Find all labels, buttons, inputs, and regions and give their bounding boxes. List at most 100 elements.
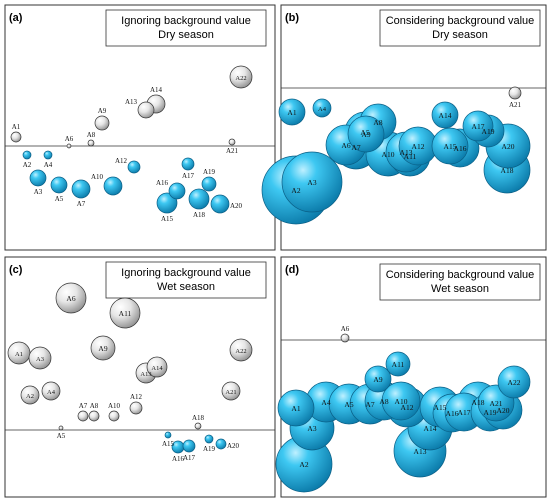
title-line: Considering background value xyxy=(386,15,535,27)
title-line: Ignoring background value xyxy=(121,15,251,27)
point-label: A7 xyxy=(351,143,360,152)
point-label: A16 xyxy=(446,409,459,418)
point-label: A5 xyxy=(344,400,353,409)
point-label: A22 xyxy=(508,378,521,387)
bubble-a6 xyxy=(66,143,72,149)
bubble-a9 xyxy=(347,115,385,153)
point-label: A17 xyxy=(182,172,195,180)
bubble-a10 xyxy=(381,381,421,421)
point-label: A19 xyxy=(203,445,216,453)
bubble-a19 xyxy=(204,434,214,444)
point-label: A15 xyxy=(162,440,175,448)
point-label: A9 xyxy=(98,107,107,115)
point-label: A2 xyxy=(299,460,308,469)
point-label: A20 xyxy=(497,406,510,415)
point-label: A12 xyxy=(401,403,414,412)
bubble-a21 xyxy=(508,86,522,100)
bubble-a14 xyxy=(431,101,459,129)
point-label: A8 xyxy=(379,397,388,406)
bubble-a2 xyxy=(20,385,40,405)
point-label: A16 xyxy=(156,179,169,187)
point-label: A10 xyxy=(108,402,121,410)
point-label: A15 xyxy=(161,215,174,223)
bubble-a18 xyxy=(188,188,210,210)
point-label: A18 xyxy=(501,166,514,175)
panel-tag: (a) xyxy=(9,12,23,24)
bubble-a14 xyxy=(146,356,168,378)
bubble-a11 xyxy=(385,351,411,377)
bubble-a10 xyxy=(108,410,120,422)
bubble-a8 xyxy=(88,410,100,422)
bubble-a22 xyxy=(229,338,253,362)
point-label: A14 xyxy=(151,365,163,372)
bubble-a3 xyxy=(281,151,343,213)
point-label: A1 xyxy=(291,404,300,413)
point-label: A11 xyxy=(119,309,132,318)
point-label: A21 xyxy=(225,389,236,396)
point-label: A11 xyxy=(392,360,405,369)
point-label: A13 xyxy=(414,447,427,456)
bubble-a22 xyxy=(497,365,531,399)
point-label: A20 xyxy=(230,202,243,210)
bubble-a17 xyxy=(181,157,195,171)
point-label: A4 xyxy=(47,389,56,396)
point-label: A13 xyxy=(140,371,151,378)
point-label: A15 xyxy=(434,403,447,412)
point-label: A21 xyxy=(490,399,503,408)
point-label: A2 xyxy=(26,393,34,400)
bubble-a15 xyxy=(156,192,178,214)
bubble-a4 xyxy=(41,381,61,401)
bubble-a18 xyxy=(194,422,202,430)
point-label: A7 xyxy=(365,400,374,409)
point-label: A14 xyxy=(439,111,452,120)
bubble-a16 xyxy=(168,182,186,200)
bubble-a3 xyxy=(29,169,47,187)
point-label: A13 xyxy=(125,98,138,106)
point-label: A21 xyxy=(226,147,239,155)
point-label: A18 xyxy=(192,414,205,422)
title-line: Dry season xyxy=(432,29,488,41)
point-label: A19 xyxy=(484,408,497,417)
point-label: A10 xyxy=(91,173,104,181)
point-label: A9 xyxy=(361,130,370,139)
bubble-a15 xyxy=(164,431,172,439)
point-label: A4 xyxy=(44,161,53,169)
point-label: A17 xyxy=(458,408,471,417)
point-label: A11 xyxy=(404,152,417,161)
point-label: A6 xyxy=(341,325,350,333)
point-label: A9 xyxy=(373,375,382,384)
point-label: A8 xyxy=(373,118,382,127)
point-label: A9 xyxy=(98,344,107,353)
bubble-a3 xyxy=(28,346,52,370)
point-label: A3 xyxy=(34,188,43,196)
bubble-a17 xyxy=(462,110,494,142)
point-label: A3 xyxy=(307,424,316,433)
point-label: A1 xyxy=(12,123,21,131)
point-label: A18 xyxy=(472,398,485,407)
bubble-a12 xyxy=(129,401,143,415)
point-label: A4 xyxy=(321,398,330,407)
point-label: A22 xyxy=(235,75,246,82)
title-box xyxy=(105,9,267,47)
point-label: A2 xyxy=(23,161,32,169)
point-label: A18 xyxy=(193,211,206,219)
title-line: Ignoring background value xyxy=(121,267,251,279)
point-label: A20 xyxy=(502,142,515,151)
title-box xyxy=(105,261,267,299)
title-line: Dry season xyxy=(158,29,214,41)
bubble-a7 xyxy=(77,410,89,422)
bubble-a1 xyxy=(10,131,22,143)
point-label: A19 xyxy=(203,168,216,176)
point-label: A5 xyxy=(360,128,369,137)
point-label: A22 xyxy=(235,348,246,355)
bubble-a21 xyxy=(221,381,241,401)
bubble-a19 xyxy=(201,176,217,192)
point-label: A8 xyxy=(90,402,99,410)
bubble-a15 xyxy=(431,127,469,165)
point-label: A3 xyxy=(307,178,316,187)
point-label: A10 xyxy=(395,397,408,406)
